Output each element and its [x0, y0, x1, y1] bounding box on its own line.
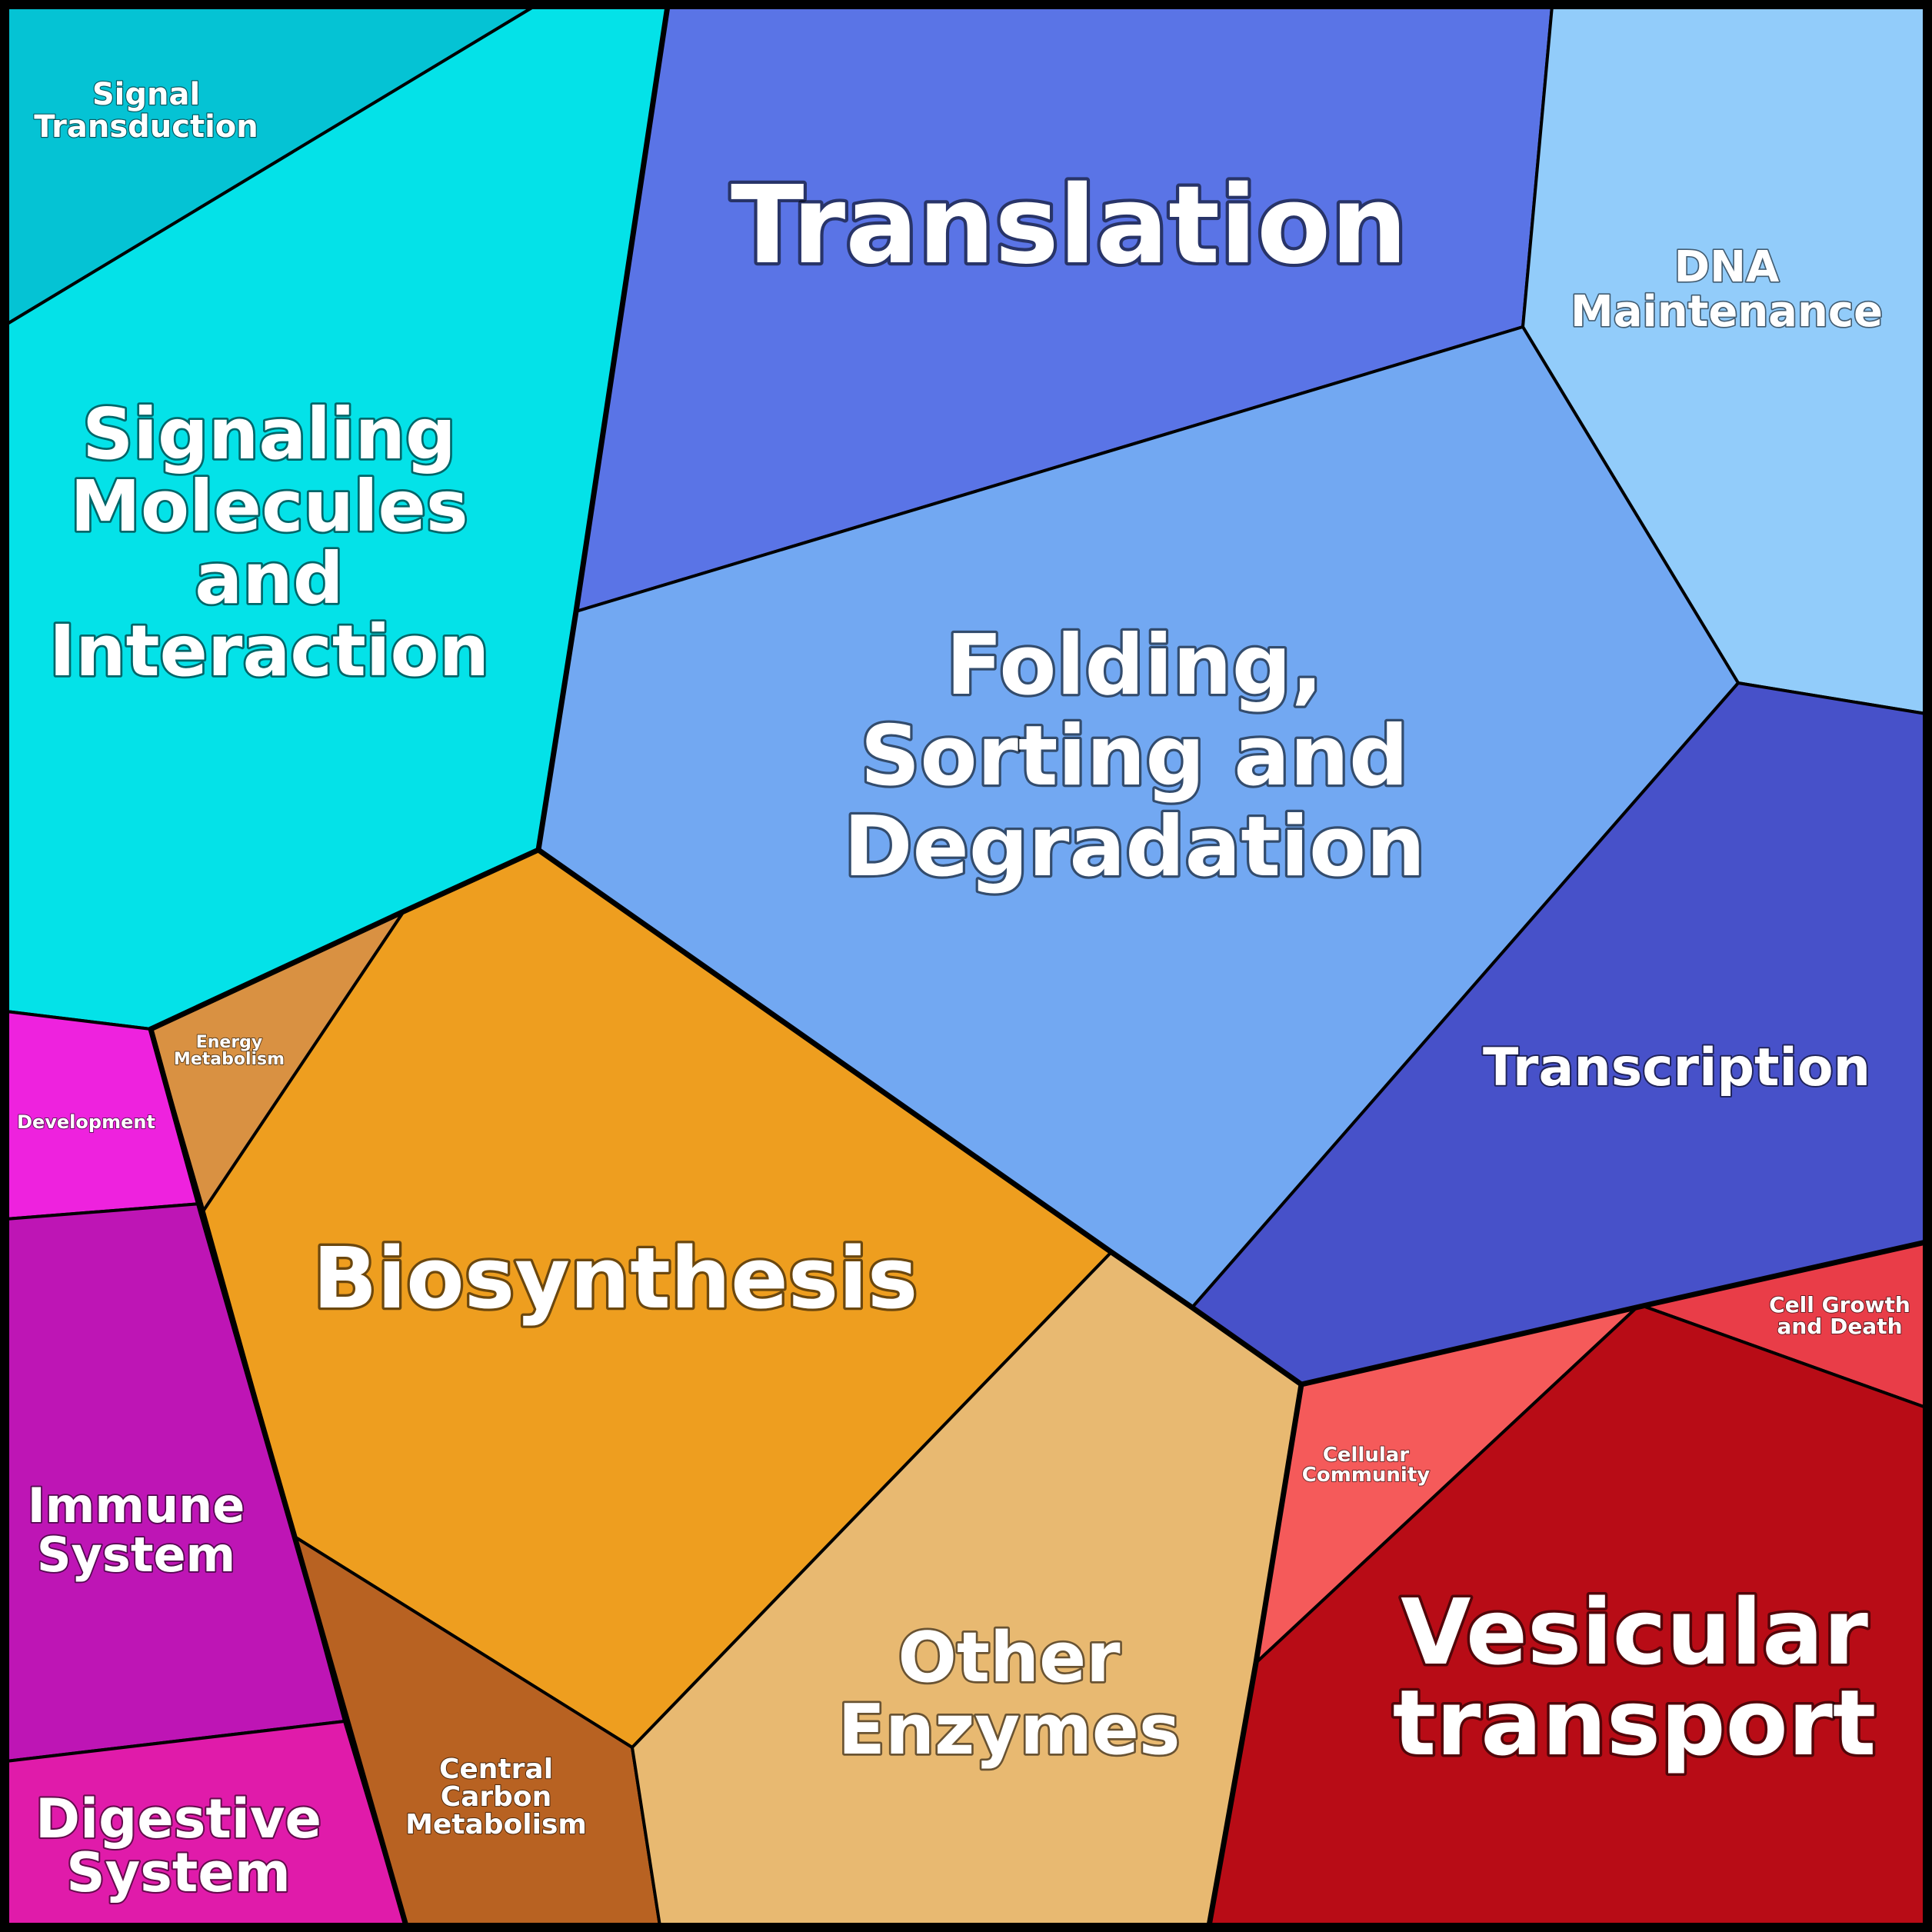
label-line: and Death	[1777, 1314, 1902, 1339]
label-line: Digestive	[35, 1787, 321, 1850]
label-line: Other	[898, 1617, 1121, 1698]
boundary-signaling-translation	[535, 3, 671, 853]
label-transcription: Transcription	[1483, 1038, 1870, 1098]
label-line: Energy	[196, 1033, 263, 1052]
label-line: Biosynthesis	[313, 1229, 918, 1327]
label-line: Enzymes	[838, 1690, 1181, 1770]
label-line: Development	[17, 1111, 155, 1133]
label-development: Development	[17, 1111, 155, 1133]
label-line: Molecules	[70, 465, 468, 548]
label-translation: Translation	[731, 163, 1407, 288]
label-line: Transduction	[34, 109, 258, 145]
label-line: Cell Growth	[1769, 1292, 1910, 1317]
label-line: Maintenance	[1571, 287, 1883, 337]
boundary-cellular-metabolism	[1206, 1381, 1304, 1929]
label-line: System	[37, 1527, 235, 1583]
label-line: Translation	[731, 163, 1407, 288]
label-line: Signal	[92, 77, 200, 112]
label-line: Vesicular	[1401, 1579, 1868, 1685]
label-line: Community	[1302, 1464, 1430, 1487]
cells-layer	[5, 5, 1927, 1927]
label-line: Carbon	[441, 1781, 552, 1813]
label-line: Metabolism	[174, 1050, 285, 1069]
group-boundaries	[148, 3, 1929, 1929]
label-line: DNA	[1674, 242, 1780, 292]
label-line: Cellular	[1323, 1444, 1410, 1467]
label-line: Metabolism	[405, 1809, 587, 1840]
label-line: Interaction	[49, 610, 489, 692]
label-line: Folding,	[946, 618, 1323, 714]
boundary-metabolism-genetic	[148, 847, 1929, 1387]
label-line: System	[66, 1841, 291, 1904]
label-biosynthesis: Biosynthesis	[313, 1229, 918, 1327]
label-line: Degradation	[844, 799, 1425, 895]
label-line: and	[195, 538, 343, 620]
label-line: transport	[1393, 1670, 1877, 1776]
label-line: Signaling	[82, 393, 456, 475]
label-line: Transcription	[1483, 1038, 1870, 1098]
label-line: Central	[439, 1754, 553, 1785]
boundary-organismal-metabolism	[148, 1026, 409, 1929]
label-line: Immune	[28, 1477, 245, 1534]
label-line: Sorting and	[861, 708, 1409, 804]
